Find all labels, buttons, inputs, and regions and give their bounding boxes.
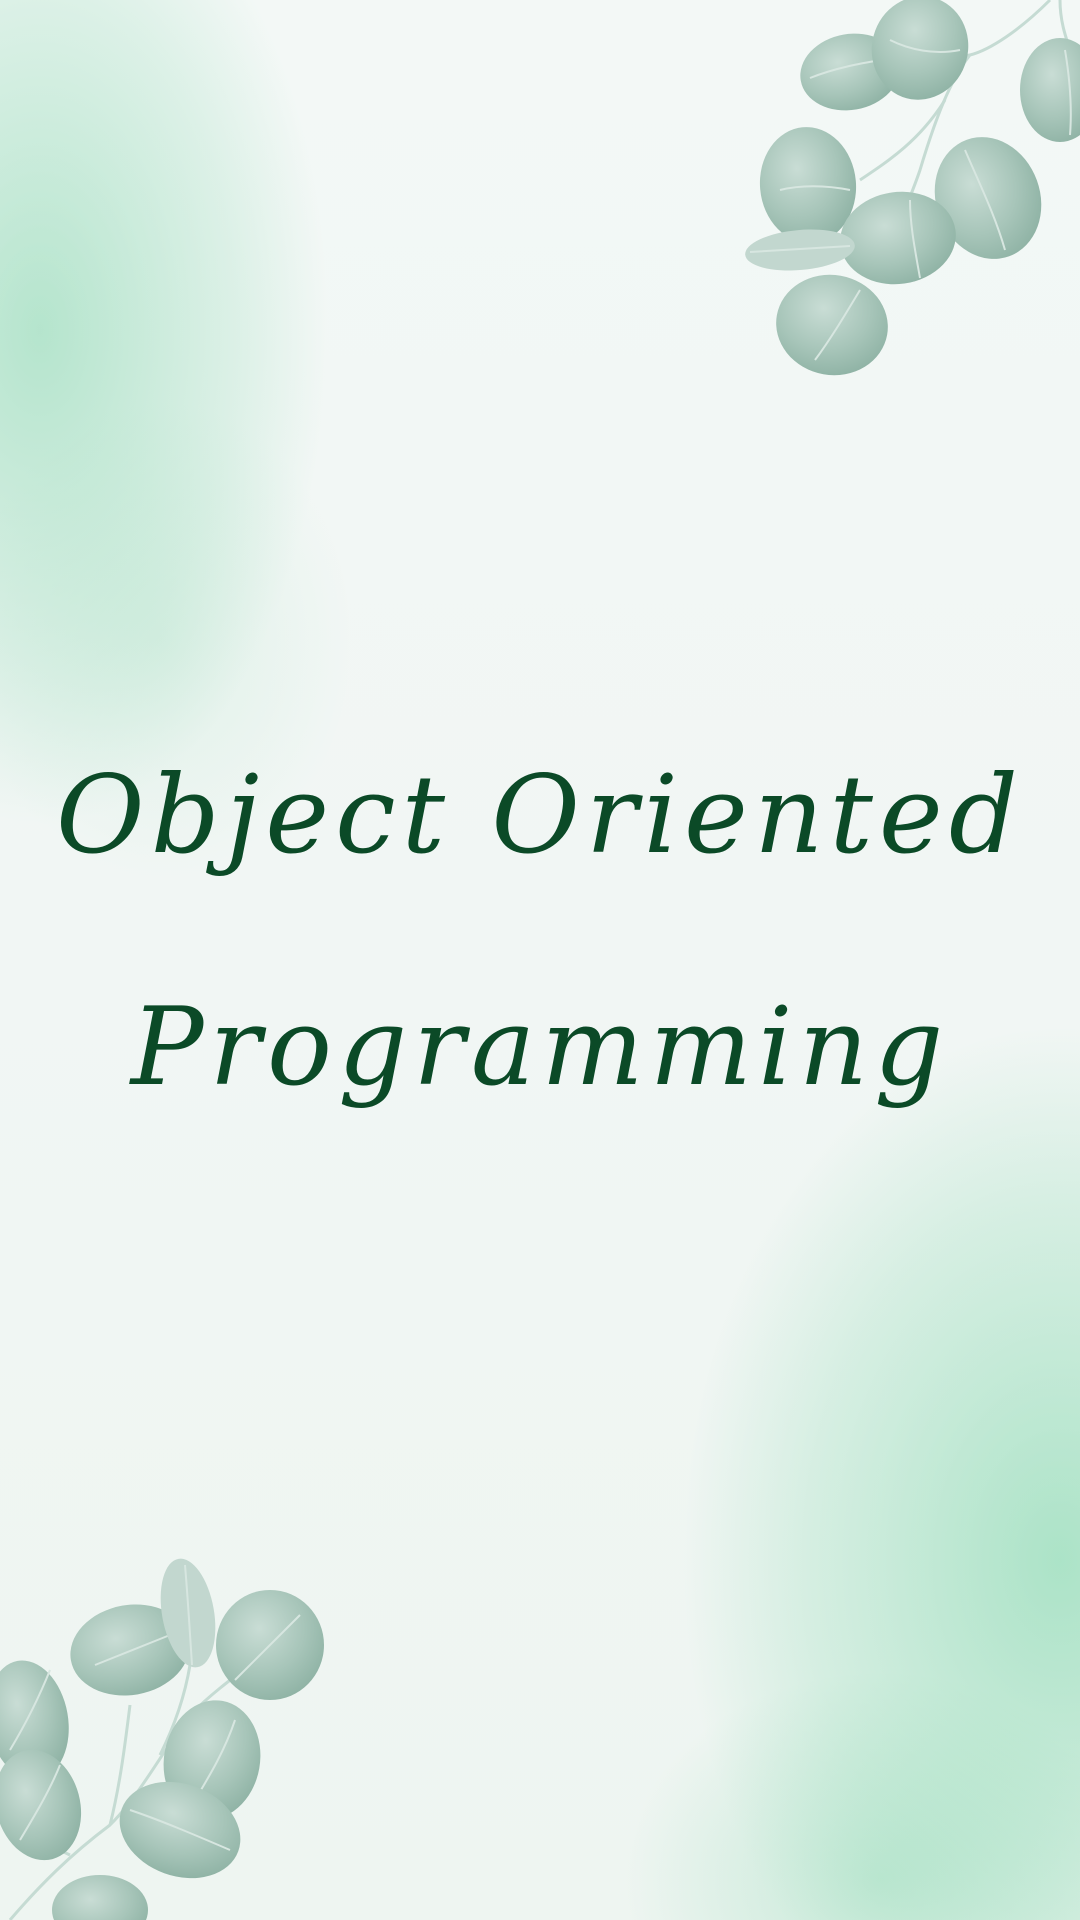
title-line-1: Object Oriented xyxy=(56,753,1024,878)
title-block: Object Oriented Programming xyxy=(0,700,1080,1164)
eucalyptus-top-right-icon xyxy=(720,0,1080,390)
eucalyptus-bottom-left-icon xyxy=(0,1555,340,1920)
title-line-2: Programming xyxy=(130,985,950,1110)
